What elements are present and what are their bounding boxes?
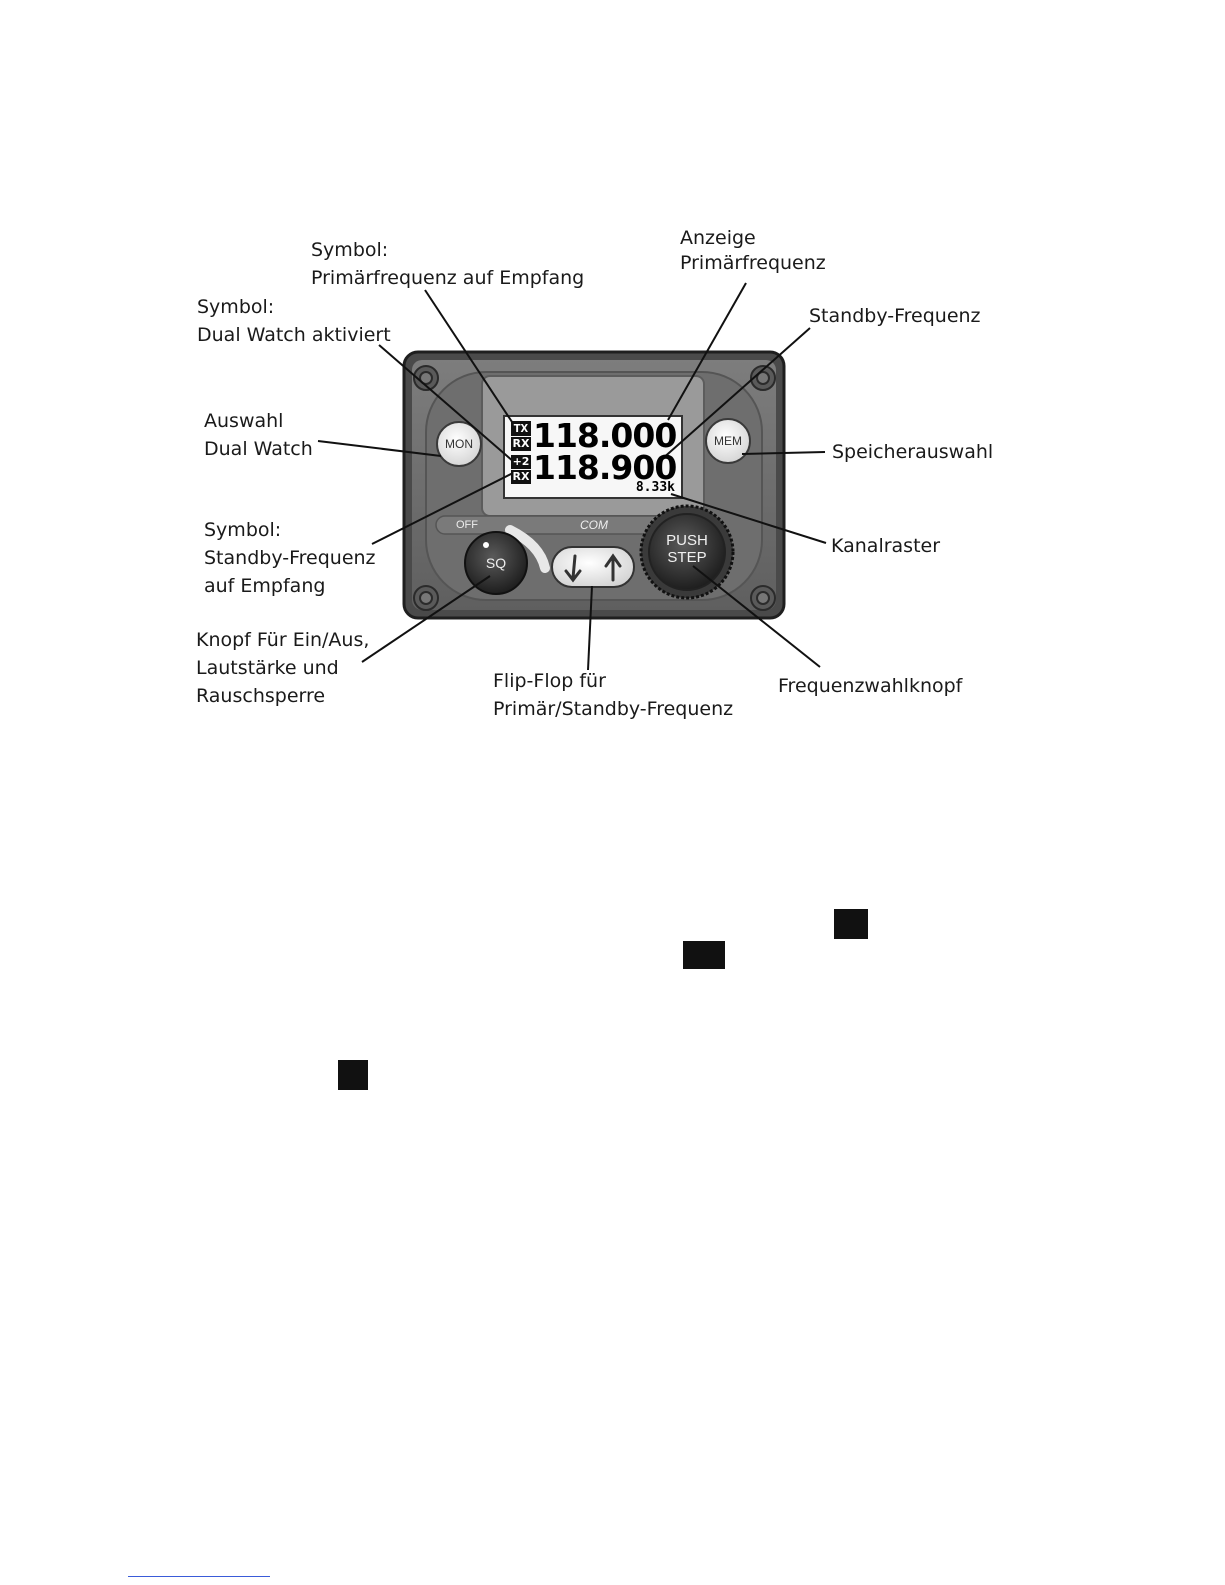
label-display-primary: Anzeige Primärfrequenz bbox=[680, 227, 826, 274]
mem-label: MEM bbox=[714, 434, 742, 448]
label-standby-frequency: Standby-Frequenz bbox=[809, 305, 981, 327]
label-knob-power: Knopf Für Ein/Aus, Lautstärke und Rausch… bbox=[196, 629, 370, 707]
inline-symbol-mark bbox=[338, 1060, 368, 1090]
label-channel-spacing: Kanalraster bbox=[831, 535, 941, 557]
screen bbox=[503, 415, 683, 499]
mon-label: MON bbox=[445, 437, 473, 451]
mem-button[interactable] bbox=[705, 418, 751, 464]
rx-badge-primary: RX bbox=[511, 437, 531, 451]
label-select-dual-watch: Auswahl Dual Watch bbox=[204, 410, 313, 460]
screen-content: TX RX 118.000 +2 RX 118.900 8.33k bbox=[507, 416, 679, 495]
dual-watch-badge: +2 bbox=[511, 455, 531, 469]
step-label: STEP bbox=[667, 549, 707, 566]
label-symbol-dual-watch: Symbol: Dual Watch aktiviert bbox=[197, 296, 391, 346]
label-symbol-rx-primary: Symbol: Primärfrequenz auf Empfang bbox=[311, 239, 585, 289]
arrow-down-icon bbox=[564, 554, 582, 583]
sq-knob[interactable] bbox=[464, 531, 528, 595]
flip-flop-button[interactable] bbox=[551, 546, 635, 588]
arrow-up-icon bbox=[604, 553, 622, 582]
label-symbol-standby-rx: Symbol: Standby-Frequenz auf Empfang bbox=[204, 519, 376, 597]
rx-badge-standby: RX bbox=[511, 470, 531, 484]
com-label: COM bbox=[580, 518, 608, 532]
tx-badge: TX bbox=[511, 421, 531, 436]
volume-arc bbox=[505, 525, 550, 573]
mon-button[interactable] bbox=[436, 421, 482, 467]
primary-frequency: 118.000 bbox=[533, 416, 677, 455]
corner-screws bbox=[413, 365, 776, 611]
off-label: OFF bbox=[456, 519, 478, 531]
push-label: PUSH bbox=[666, 532, 708, 549]
push-step-knob[interactable] bbox=[639, 504, 735, 600]
footnote-rule bbox=[128, 1576, 270, 1577]
standby-frequency: 118.900 bbox=[533, 448, 677, 487]
label-flip-flop: Flip-Flop für Primär/Standby-Frequenz bbox=[493, 670, 734, 720]
inline-symbol-mark bbox=[834, 909, 868, 939]
label-frequency-knob: Frequenzwahlknopf bbox=[778, 675, 963, 697]
leader-lines bbox=[317, 282, 827, 671]
inline-symbol-mark bbox=[683, 941, 725, 969]
channel-spacing: 8.33k bbox=[635, 480, 675, 495]
sq-label: SQ bbox=[485, 555, 507, 571]
label-memory-select: Speicherauswahl bbox=[832, 441, 994, 463]
